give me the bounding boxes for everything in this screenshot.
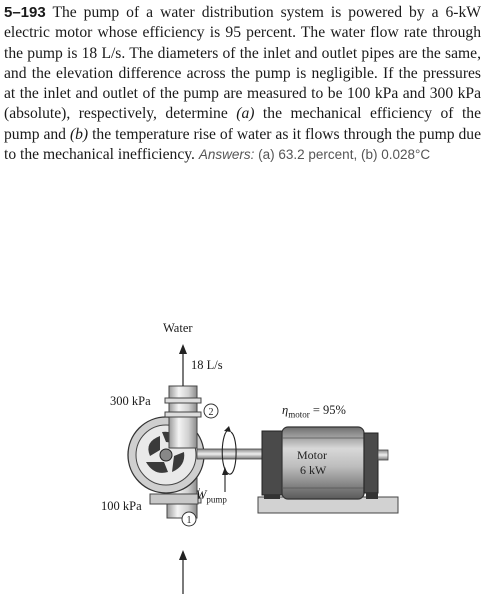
work-dot: · [198,484,201,494]
station-2-marker [203,403,219,419]
efficiency-value: = 95% [309,403,346,417]
part-b-marker: (b) [69,125,89,143]
pump-work-label: Wpump [196,488,227,505]
motor-efficiency-label: ηmotor = 95% [282,403,346,420]
answer-b: 0.028°C [377,147,431,163]
problem-number: 5–193 [4,4,46,21]
part-a-marker: (a) [236,105,255,123]
outlet-flange-lower [164,411,202,418]
answer-a-marker: (a) [258,147,275,163]
water-label: Water [163,321,193,335]
flow-rate-label: 18 L/s [191,358,223,372]
answer-a: 63.2 percent, [274,147,358,163]
answer-b-marker: (b) [360,147,378,163]
problem-text-part-1: The pump of a water distribution system … [4,4,481,123]
problem-statement: 5–193 The pump of a water distribution s… [4,3,481,165]
answers: Answers: (a) 63.2 percent, (b) 0.028°C [199,147,430,162]
shaft [196,448,264,460]
outlet-pressure-label: 300 kPa [110,394,151,408]
station-1-marker [181,511,197,527]
efficiency-symbol: η [282,403,289,417]
station-2-number: 2 [209,407,214,418]
outlet-flow-arrow [179,344,187,386]
pump-base [149,493,199,505]
electric-motor [261,426,389,500]
work-subscript: pump [206,494,227,505]
problem-text-part-3: the temperature rise of water as it flow… [4,125,482,164]
problem-text-part-2: the mechanical efficiency of the pump an… [4,105,481,143]
answers-label: Answers: [198,147,255,163]
inlet-flow-arrow [179,550,187,594]
outlet-flange-upper [164,397,202,404]
efficiency-subscript: motor [288,409,310,420]
motor-label: Motor [297,448,327,462]
rotation-arrow [221,429,237,475]
inlet-pressure-label: 100 kPa [101,499,142,513]
station-1-number: 1 [187,515,192,526]
work-symbol: W [196,488,207,502]
motor-power-label: 6 kW [300,463,327,477]
